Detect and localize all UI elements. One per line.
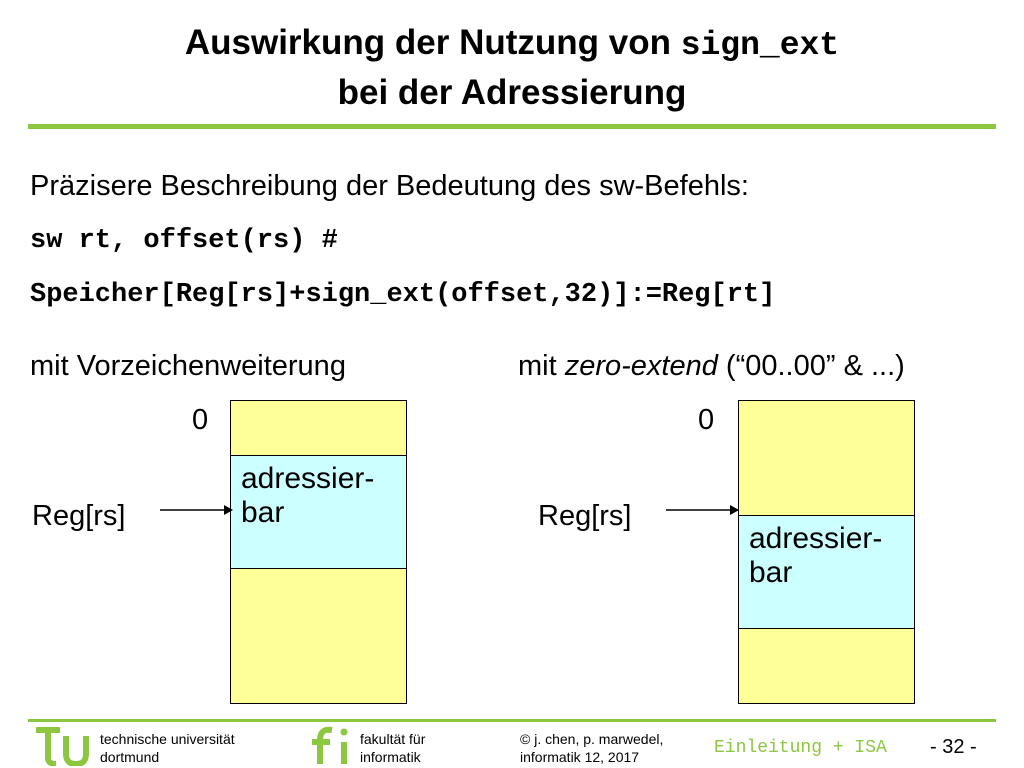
faculty-line-2: informatik <box>360 749 421 765</box>
left-block-label-2: bar <box>241 496 285 529</box>
left-memory-top <box>230 400 407 456</box>
right-zero-label: 0 <box>698 404 715 436</box>
slide-title-line2: bei der Adressierung <box>337 73 687 112</box>
left-heading: mit Vorzeichenweiterung <box>30 350 346 382</box>
code-line-2: Speicher[Reg[rs]+sign_ext(offset,32)]:=R… <box>30 280 776 310</box>
section-label: Einleitung + ISA <box>714 738 887 758</box>
left-zero-label: 0 <box>192 404 209 436</box>
left-block-label-1: adressier- <box>241 462 375 495</box>
title-code: sign_ext <box>680 27 840 64</box>
right-memory-bottom <box>738 628 915 704</box>
right-block-label-2: bar <box>749 556 793 589</box>
copyright-line-2: informatik 12, 2017 <box>520 749 640 765</box>
code-line-1: sw rt, offset(rs) # <box>30 226 338 256</box>
right-reg-label: Reg[rs] <box>538 500 632 532</box>
title-divider <box>28 124 996 129</box>
left-address-block: adressier- bar <box>230 455 407 569</box>
uni-name: technische universität dortmund <box>100 730 235 766</box>
uni-line-1: technische universität <box>100 731 235 747</box>
right-pointer-arrow <box>666 505 739 515</box>
page-number: - 32 - <box>930 736 977 758</box>
right-address-block: adressier- bar <box>738 515 915 629</box>
faculty-name: fakultät für informatik <box>360 730 425 766</box>
footer-divider <box>28 719 996 722</box>
copyright: © j. chen, p. marwedel, informatik 12, 2… <box>520 730 663 766</box>
left-pointer-arrow <box>160 505 233 515</box>
left-reg-label: Reg[rs] <box>32 500 126 532</box>
right-memory-top <box>738 400 915 516</box>
right-heading-prefix: mit <box>518 350 565 382</box>
copyright-line-1: © j. chen, p. marwedel, <box>520 731 664 747</box>
uni-line-2: dortmund <box>100 749 160 765</box>
tu-logo <box>36 727 89 766</box>
intro-text: Präzisere Beschreibung der Bedeutung des… <box>30 170 749 202</box>
right-heading-italic: zero-extend <box>564 350 718 382</box>
right-heading-suffix: (“00..00” & ...) <box>717 350 905 382</box>
right-heading: mit zero-extend (“00..00” & ...) <box>518 350 905 383</box>
left-memory-bottom <box>230 568 407 704</box>
title-line1-text: Auswirkung der Nutzung von <box>184 23 681 62</box>
faculty-line-1: fakultät für <box>360 731 426 747</box>
slide-title: Auswirkung der Nutzung von sign_ext <box>0 20 1024 69</box>
right-block-label-1: adressier- <box>749 522 883 555</box>
fi-logo <box>312 726 348 764</box>
